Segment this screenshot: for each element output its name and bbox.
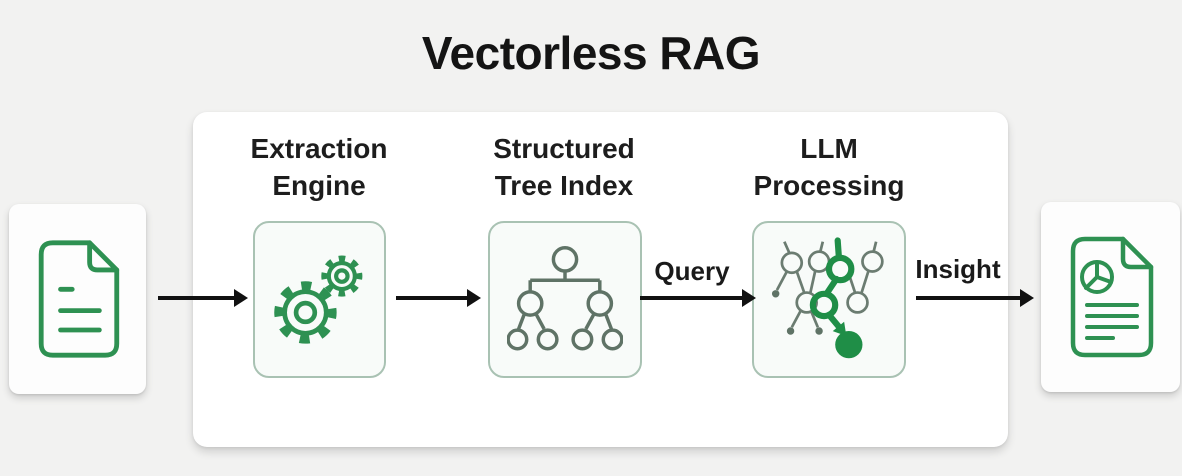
tree-index-icon: [507, 242, 623, 358]
tree-traversal-icon: [767, 235, 891, 365]
flow-arrow-input-to-extraction: [158, 288, 248, 307]
flow-arrow-query: [640, 288, 756, 307]
stage-label-structured-tree-index: Structured Tree Index: [493, 133, 635, 201]
input-document-card: [9, 204, 146, 394]
extraction-engine-box: [253, 221, 386, 378]
insight-label: Insight: [915, 254, 1001, 284]
llm-processing-box: [752, 221, 906, 378]
structured-tree-index-box: [488, 221, 642, 378]
document-icon: [28, 237, 128, 361]
gears-icon: [268, 244, 372, 356]
output-document-card: [1041, 202, 1180, 392]
diagram-title: Vectorless RAG: [421, 27, 761, 79]
query-label: Query: [654, 256, 730, 286]
flow-arrow-insight: [916, 288, 1034, 307]
stage-label-llm-processing: LLM Processing: [753, 133, 905, 201]
flow-arrow-extraction-to-tree: [396, 288, 481, 307]
report-document-icon: [1060, 233, 1162, 361]
stage-label-extraction-engine: Extraction Engine: [250, 133, 388, 201]
